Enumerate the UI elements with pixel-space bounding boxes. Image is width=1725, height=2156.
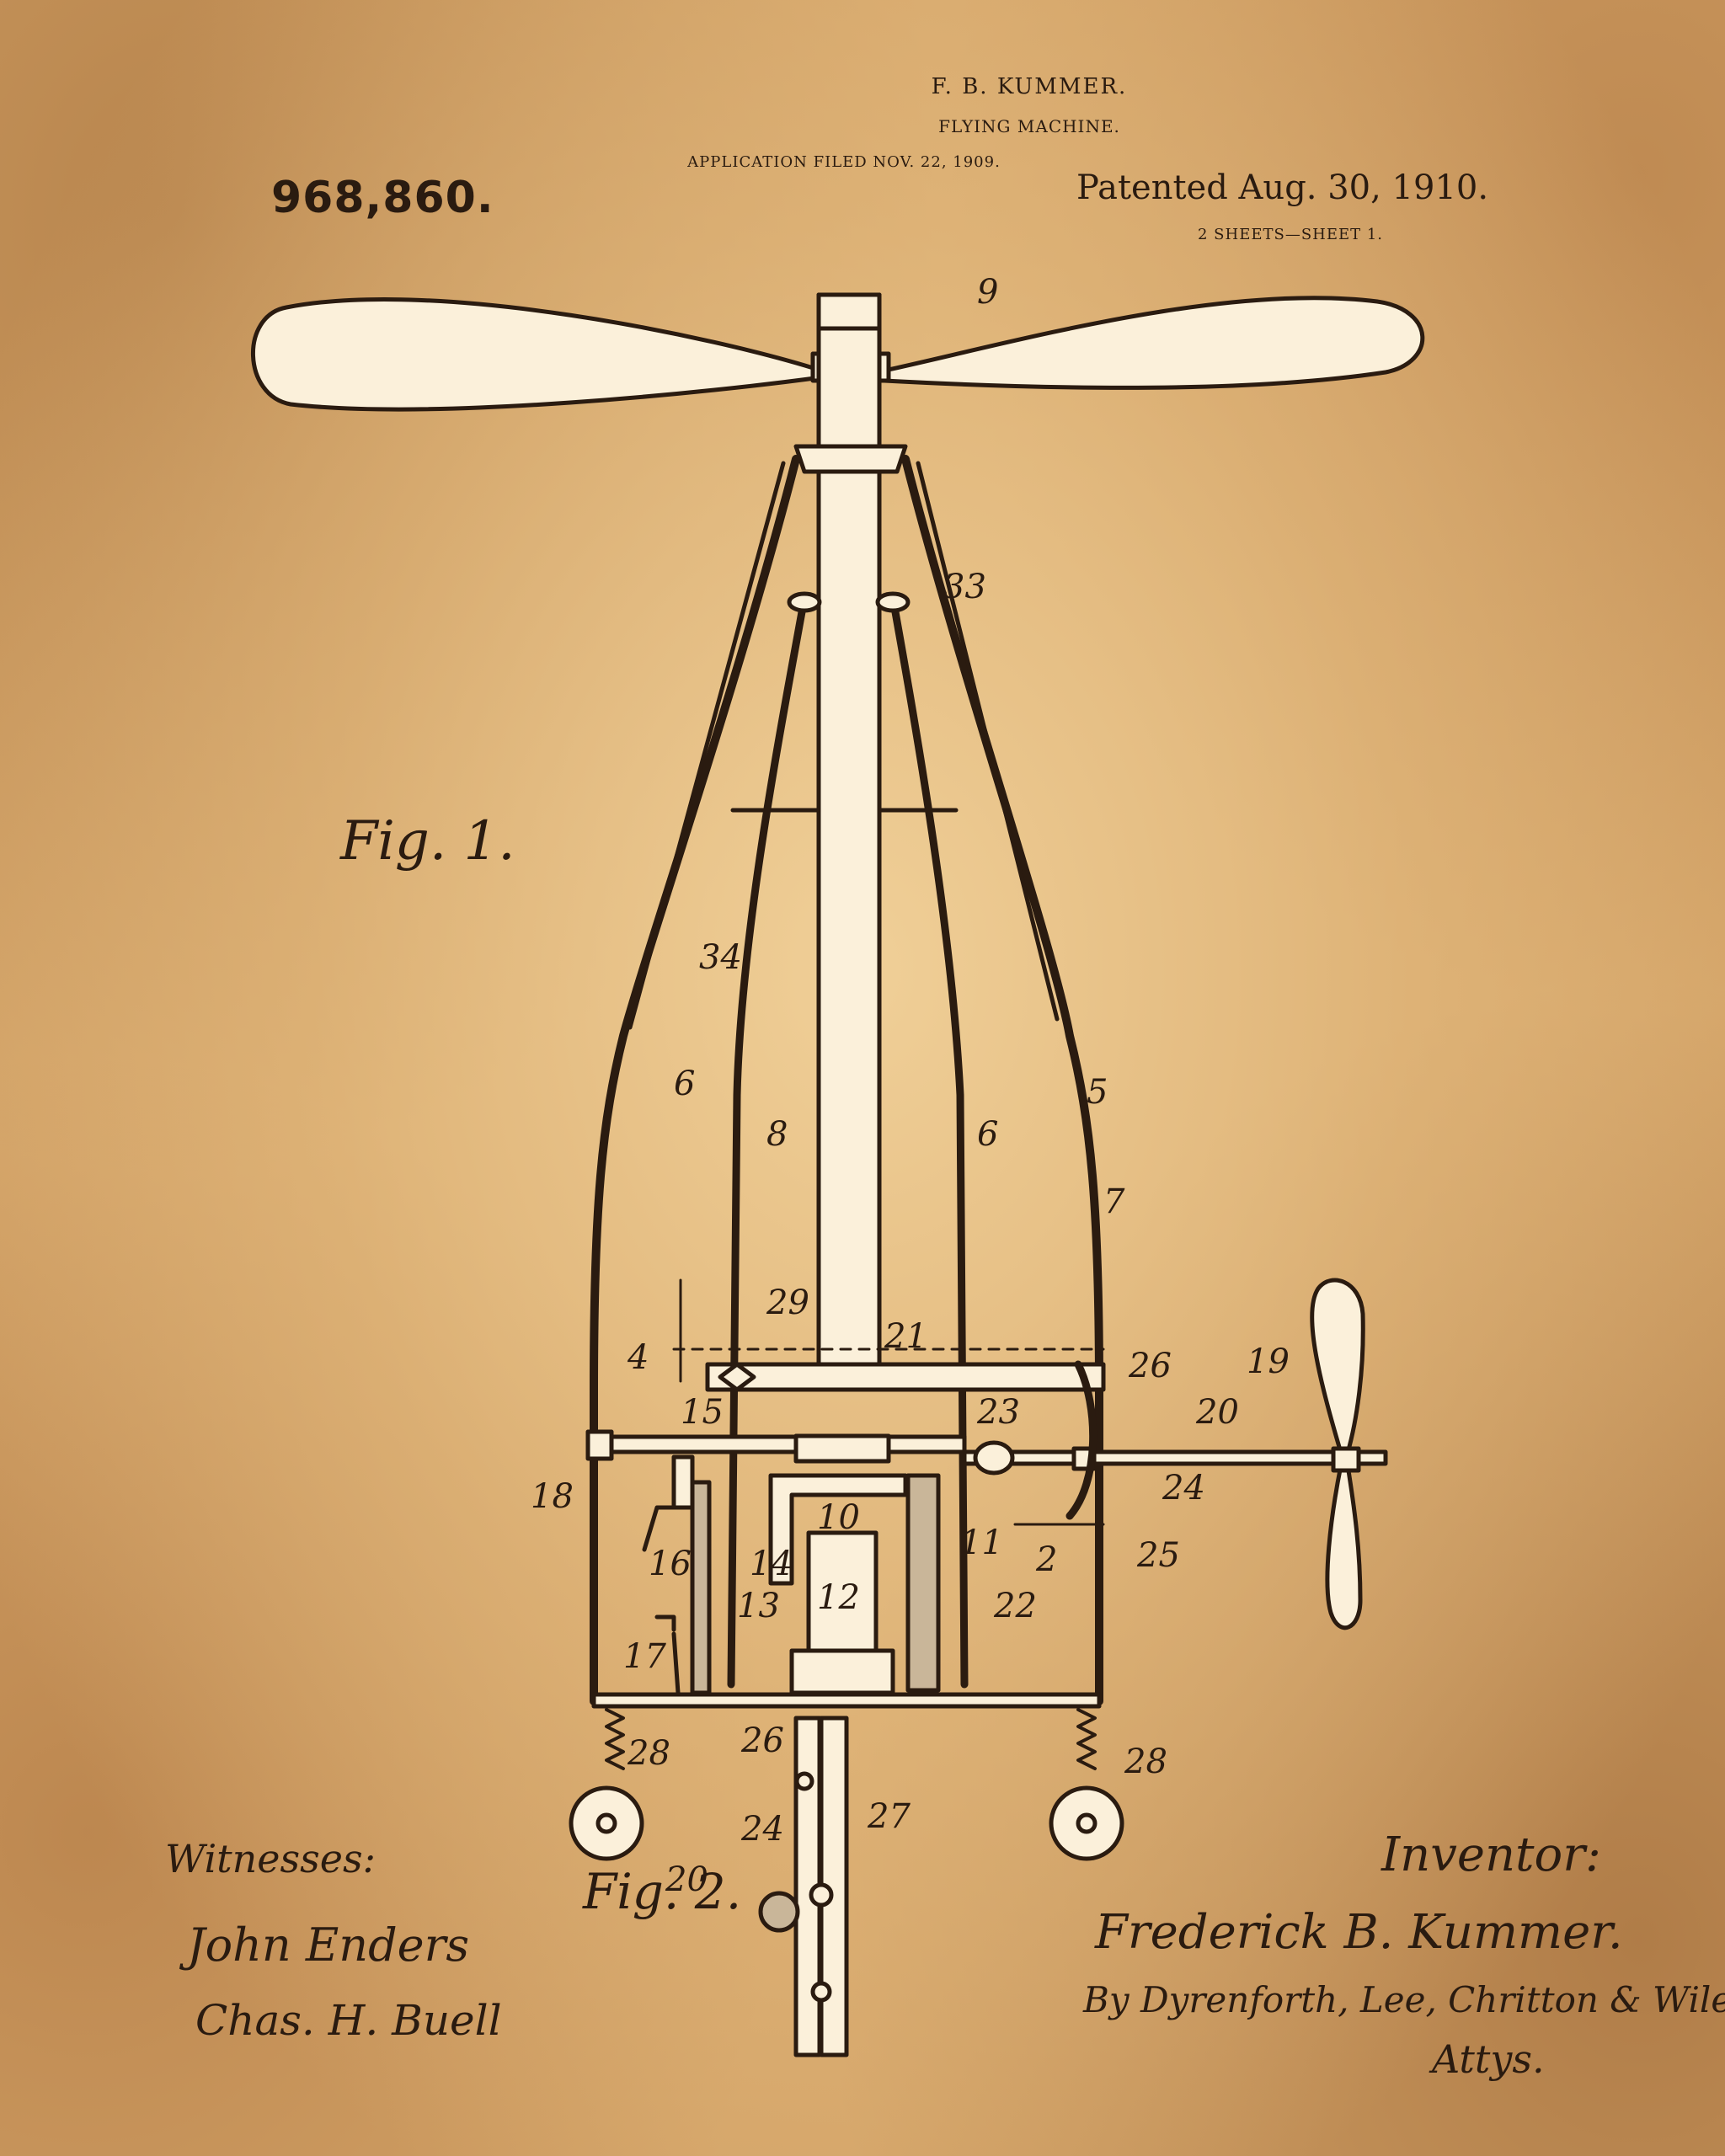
ref-12: 12: [817, 1578, 860, 1617]
fig2-bolt-2: [809, 1882, 834, 1908]
tail-shaft: [962, 1449, 1388, 1466]
lower-frame-bar: [591, 1692, 1102, 1709]
ref-6-right: 6: [977, 1115, 998, 1154]
ref-9: 9: [977, 273, 998, 312]
main-propeller-left-blade: [250, 296, 824, 412]
inner-frame-right: [889, 594, 969, 1689]
ref-17: 17: [623, 1637, 666, 1676]
bevel-gear: [793, 1433, 891, 1464]
upper-horizontal-bar: [591, 1434, 967, 1454]
ref-24-fig2: 24: [740, 1810, 784, 1849]
ref-28-right: 28: [1124, 1742, 1167, 1781]
ref-6-left: 6: [674, 1065, 695, 1103]
ref-22: 22: [993, 1587, 1037, 1625]
inner-frame-left: [727, 594, 809, 1689]
fig2-shaft-section: [758, 1891, 800, 1933]
spring-left: [605, 1708, 625, 1770]
ref-29: 29: [766, 1283, 809, 1322]
hand-crank: [642, 1505, 693, 1552]
tail-propeller-lower-blade: [1325, 1463, 1363, 1630]
witness-signature-2: Chas. H. Buell: [195, 1996, 502, 2045]
witnesses-label: Witnesses:: [165, 1836, 377, 1881]
fig2-bolt-1: [794, 1771, 814, 1791]
ref-4: 4: [627, 1338, 649, 1377]
ref-13: 13: [737, 1587, 780, 1625]
ref-26-fig2: 26: [740, 1721, 784, 1760]
ref-8: 8: [766, 1115, 788, 1154]
ref-14: 14: [750, 1545, 793, 1583]
guy-rod-left: [628, 461, 786, 1030]
engine-base: [789, 1648, 895, 1695]
ref-24-fig1: 24: [1162, 1469, 1205, 1508]
band-ring: [705, 1362, 1106, 1392]
application-filed: APPLICATION FILED NOV. 22, 1909.: [687, 153, 1001, 171]
gear-housing: [768, 1473, 908, 1586]
universal-joint: [973, 1440, 1015, 1476]
frame-joint-left: [585, 1429, 614, 1461]
sheet-indicator: 2 SHEETS—SHEET 1.: [1198, 226, 1384, 243]
attorneys-signature: By Dyrenforth, Lee, Chritton & Wiles.: [1083, 1979, 1725, 2020]
outer-frame-right: [901, 455, 1103, 1705]
band-clamp: [718, 1362, 756, 1392]
ref-10: 10: [817, 1498, 860, 1537]
ref-15: 15: [681, 1393, 724, 1432]
ref-16: 16: [649, 1545, 692, 1583]
collar-right: [875, 591, 911, 613]
top-bearing: [793, 444, 908, 474]
ref-21: 21: [884, 1317, 927, 1356]
patent-number: 968,860.: [271, 173, 494, 223]
ref-7: 7: [1103, 1182, 1125, 1221]
ref-11: 11: [960, 1524, 1003, 1562]
guy-rod-right: [916, 461, 1060, 1022]
tail-propeller-hub: [1331, 1446, 1361, 1473]
ref-2: 2: [1035, 1540, 1057, 1579]
ref-19: 19: [1247, 1342, 1290, 1381]
vertical-gear-rack: [905, 1473, 941, 1693]
inventor-label: Inventor:: [1381, 1828, 1601, 1882]
ref-23: 23: [976, 1393, 1020, 1432]
ref-20-fig2: 20: [665, 1860, 708, 1899]
ref-28-left: 28: [627, 1734, 670, 1773]
figure-1-label: Fig. 1.: [340, 810, 515, 873]
outer-frame-left: [590, 455, 800, 1705]
inventor-signature: Frederick B. Kummer.: [1095, 1905, 1623, 1960]
attys-label: Attys.: [1432, 2036, 1545, 2082]
crank-bracket: [671, 1454, 695, 1510]
patented-date: Patented Aug. 30, 1910.: [1076, 168, 1489, 207]
ref-27: 27: [867, 1797, 911, 1836]
invention-title: FLYING MACHINE.: [938, 116, 1120, 136]
ref-34: 34: [699, 938, 742, 977]
ref-26-fig1: 26: [1128, 1347, 1172, 1385]
curved-guide: [1065, 1360, 1097, 1520]
wheel-left-hub: [595, 1812, 617, 1834]
ref-20-fig1: 20: [1195, 1393, 1239, 1432]
ref-5: 5: [1087, 1073, 1108, 1112]
drive-chain: [690, 1480, 712, 1695]
wheel-right-hub: [1076, 1812, 1097, 1834]
witness-signature-1: John Enders: [187, 1919, 470, 1972]
ref-33: 33: [943, 568, 986, 606]
tail-propeller-upper-blade: [1310, 1278, 1365, 1455]
ref-25: 25: [1136, 1536, 1180, 1575]
main-propeller-right-blade: [882, 296, 1425, 390]
vertical-shaft: [816, 292, 882, 1392]
pedal-assembly: [654, 1614, 681, 1695]
figure-2-label: Fig. 2.: [583, 1863, 742, 1920]
ref-18: 18: [531, 1477, 574, 1516]
spring-right: [1076, 1708, 1097, 1770]
fig2-bolt-3: [810, 1981, 832, 2003]
collar-left: [787, 591, 822, 613]
inventor-name: F. B. KUMMER.: [931, 74, 1128, 99]
shaft-cap: [816, 292, 882, 331]
